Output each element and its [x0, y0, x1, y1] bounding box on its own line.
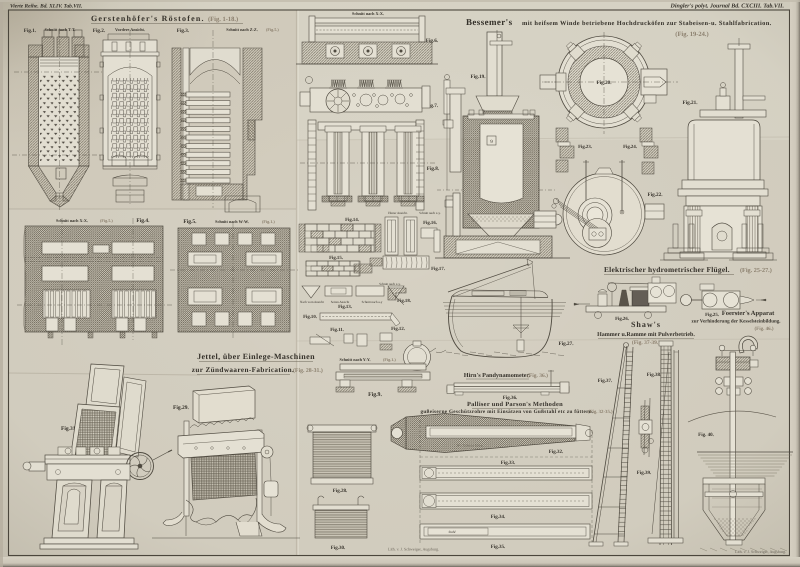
svg-text:9: 9: [490, 139, 493, 145]
svg-text:Fig.20.: Fig.20.: [597, 80, 613, 86]
svg-text:(Fig. 25-27.): (Fig. 25-27.): [740, 267, 772, 274]
svg-text:Fig.30.: Fig.30.: [331, 545, 346, 551]
svg-text:Schnitt nach W-W.: Schnitt nach W-W.: [215, 219, 249, 224]
svg-text:(Fig. 46.): (Fig. 46.): [754, 326, 773, 332]
svg-text:Schnitt nach x-y.: Schnitt nach x-y.: [419, 211, 441, 215]
svg-text:Fig.28.: Fig.28.: [333, 488, 348, 494]
svg-text:Fig.24.: Fig.24.: [623, 144, 637, 150]
svg-text:Fig.15.: Fig.15.: [329, 255, 343, 261]
svg-text:Fig.38.: Fig.38.: [647, 372, 662, 378]
svg-text:(Fig.5.): (Fig.5.): [266, 27, 279, 32]
svg-text:Fig.31.: Fig.31.: [61, 426, 78, 432]
svg-text:Fig.16.: Fig.16.: [423, 220, 437, 226]
svg-text:Fig.2.: Fig.2.: [93, 28, 106, 34]
svg-text:Fig.7.: Fig.7.: [426, 103, 439, 109]
svg-text:Fig.17.: Fig.17.: [431, 266, 445, 272]
svg-text:Foerster's Apparat: Foerster's Apparat: [722, 310, 775, 317]
svg-text:Fig.26.: Fig.26.: [615, 316, 629, 322]
svg-text:Fig.11.: Fig.11.: [330, 327, 344, 333]
svg-text:Stahl: Stahl: [449, 530, 456, 534]
svg-text:Schnitt nach a-y: Schnitt nach a-y: [362, 300, 383, 304]
svg-text:Fig.1.: Fig.1.: [24, 28, 37, 34]
svg-text:Schnitt nach T-T.: Schnitt nach T-T.: [45, 27, 76, 32]
svg-text:Schnitt nach x-y.: Schnitt nach x-y.: [379, 282, 401, 286]
svg-text:zur Verhinderung der Kesselste: zur Verhinderung der Kesselsteinbildung.: [692, 319, 782, 325]
svg-text:Bessemer's: Bessemer's: [466, 17, 513, 27]
svg-text:Fig.33.: Fig.33.: [501, 460, 516, 466]
svg-text:Fig.32.: Fig.32.: [549, 449, 564, 455]
svg-text:Schnitt nach Y-Y.: Schnitt nach Y-Y.: [339, 357, 370, 362]
svg-text:Fig.35.: Fig.35.: [491, 544, 506, 550]
svg-text:Hirn's Pandynamometer.: Hirn's Pandynamometer.: [464, 372, 531, 379]
svg-text:W’s Zollweise Gebau: W’s Zollweise Gebau: [457, 444, 483, 448]
svg-text:Seiten Ansicht: Seiten Ansicht: [331, 300, 350, 304]
svg-text:(Fig. 28-31.): (Fig. 28-31.): [293, 367, 323, 374]
svg-text:Fig.27.: Fig.27.: [559, 341, 575, 347]
svg-text:Palliser und Parson's Methoden: Palliser und Parson's Methoden: [467, 401, 563, 408]
svg-text:Vierte Reihe. Bd. XLIV. Tab.VI: Vierte Reihe. Bd. XLIV. Tab.VII.: [10, 4, 82, 10]
svg-text:(Fig. 19-24.): (Fig. 19-24.): [675, 31, 708, 38]
svg-text:(Fig. 36.): (Fig. 36.): [527, 373, 548, 379]
svg-text:Fig.9.: Fig.9.: [368, 391, 382, 398]
svg-text:Fig.36.: Fig.36.: [503, 395, 518, 401]
svg-text:Fig.25.: Fig.25.: [705, 312, 719, 318]
svg-text:Vordere Ansicht.: Vordere Ansicht.: [115, 27, 145, 32]
svg-text:Fig.21.: Fig.21.: [683, 100, 699, 106]
svg-text:Fig.19.: Fig.19.: [471, 74, 487, 80]
svg-text:Fig.6.: Fig.6.: [426, 38, 439, 44]
svg-text:Shaw's: Shaw's: [631, 320, 661, 329]
svg-text:Fig.8.: Fig.8.: [427, 166, 440, 172]
svg-text:Lith. v. J. Schweiger, Augsbur: Lith. v. J. Schweiger, Augsburg.: [735, 549, 786, 554]
svg-text:Fig.10.: Fig.10.: [303, 314, 317, 320]
svg-text:Fig.12.: Fig.12.: [391, 326, 405, 332]
svg-text:Fig.37.: Fig.37.: [598, 378, 613, 384]
svg-text:Fig.14.: Fig.14.: [345, 217, 359, 223]
svg-text:Fig.29.: Fig.29.: [173, 405, 190, 411]
svg-text:Fig.34.: Fig.34.: [491, 514, 506, 520]
svg-text:Fig.13.: Fig.13.: [338, 304, 352, 310]
svg-text:(Fig.1.): (Fig.1.): [383, 357, 396, 362]
svg-text:(Fig. 32-35.): (Fig. 32-35.): [588, 409, 613, 415]
svg-text:Gerstenhöfer's Röstofen.: Gerstenhöfer's Röstofen.: [91, 14, 205, 23]
svg-text:Schnitt nach X-X.: Schnitt nach X-X.: [56, 218, 88, 223]
svg-text:(Fig. 1-18.): (Fig. 1-18.): [208, 16, 238, 23]
svg-text:mit heifsem Winde betriebene H: mit heifsem Winde betriebene Hochdrucköf…: [522, 20, 772, 27]
svg-text:Dingler's polyt. Journal Bd. C: Dingler's polyt. Journal Bd. CXCIII. Tab…: [670, 3, 785, 10]
svg-text:Fig.4.: Fig.4.: [136, 218, 150, 224]
svg-text:Fig.22.: Fig.22.: [648, 192, 664, 198]
svg-text:(Fig. 37-39.): (Fig. 37-39.): [632, 340, 660, 346]
svg-text:Schnitt nach X-X.: Schnitt nach X-X.: [352, 11, 384, 16]
svg-text:(Fig.5.): (Fig.5.): [100, 218, 113, 223]
svg-text:(Fig.1.): (Fig.1.): [262, 219, 275, 224]
svg-text:gußeiserne Geschützrohre mit E: gußeiserne Geschützrohre mit Einsätzen v…: [420, 409, 593, 415]
svg-text:Jettel, über Einlege-Maschinen: Jettel, über Einlege-Maschinen: [197, 352, 315, 361]
svg-text:Fig.23.: Fig.23.: [578, 144, 592, 150]
svg-text:Fig.39.: Fig.39.: [637, 470, 652, 476]
svg-text:Hammer u.Ramme mit Pulverbetri: Hammer u.Ramme mit Pulverbetrieb.: [597, 331, 695, 338]
svg-text:Lith. v. J. Schweiger, Augsbur: Lith. v. J. Schweiger, Augsburg.: [388, 547, 439, 552]
svg-text:zur Zündwaaren-Fabrication.: zur Zündwaaren-Fabrication.: [192, 366, 294, 374]
svg-text:Fig.18.: Fig.18.: [397, 298, 411, 304]
svg-text:Fig.3.: Fig.3.: [177, 28, 190, 34]
svg-text:Schnitt nach Z-Z.: Schnitt nach Z-Z.: [226, 27, 258, 32]
svg-text:Fig. 40.: Fig. 40.: [698, 432, 714, 438]
svg-text:Elektrischer hydrometrischer F: Elektrischer hydrometrischer Flügel.: [604, 265, 730, 274]
svg-text:Fig.5.: Fig.5.: [183, 219, 197, 225]
svg-text:Hinter Ansicht.: Hinter Ansicht.: [388, 211, 408, 215]
svg-text:Nach vorn Ansicht: Nach vorn Ansicht: [300, 300, 324, 304]
